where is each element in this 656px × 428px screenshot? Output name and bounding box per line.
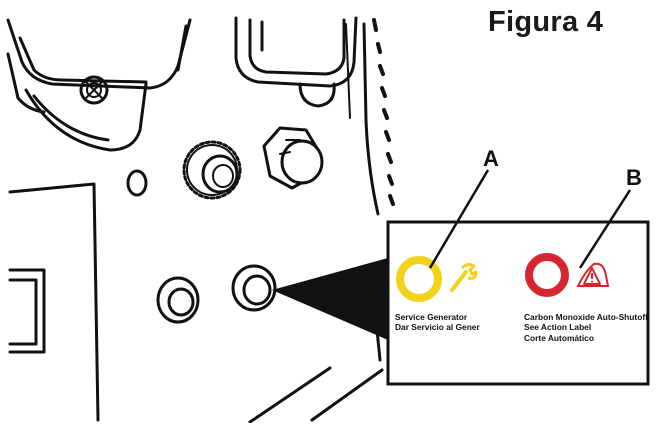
figure-title: Figura 4 xyxy=(488,6,604,38)
service-indicator-ring xyxy=(396,256,442,302)
hex-cap xyxy=(262,126,324,190)
lower-right-port xyxy=(231,264,277,312)
small-hole xyxy=(126,169,148,197)
display-frame xyxy=(8,182,100,422)
co-label-line-2: See Action Label xyxy=(524,322,592,333)
gear-knob xyxy=(182,140,242,200)
co-shutoff-indicator-ring xyxy=(525,253,569,297)
outlet-cover xyxy=(234,16,358,108)
callout-label-a: A xyxy=(483,146,499,171)
co-label-line-3: Corte Automático xyxy=(524,332,594,343)
service-indicator-label: Service Generator Dar Servicio al Gener xyxy=(395,312,480,333)
wrench-icon xyxy=(450,262,478,292)
co-label-line-1: Carbon Monoxide Auto-Shutoff xyxy=(524,312,648,322)
indicator-panel xyxy=(386,220,650,386)
callout-a-leader xyxy=(428,169,490,269)
panel-side-edge xyxy=(345,18,395,216)
lower-left-port xyxy=(156,276,200,324)
service-label-line-1: Service Generator xyxy=(395,312,468,322)
callout-label-b: B xyxy=(626,165,642,190)
callout-b-leader xyxy=(578,189,632,269)
screw-icon xyxy=(79,75,109,105)
co-shutoff-indicator-label: Carbon Monoxide Auto-Shutoff See Action … xyxy=(524,312,648,343)
engine-housing xyxy=(6,18,192,114)
mounting-bracket xyxy=(24,82,148,152)
zoom-wedge xyxy=(272,258,388,340)
service-label-line-2: Dar Servicio al Gener xyxy=(395,322,480,333)
warning-triangle-icon xyxy=(576,262,610,287)
